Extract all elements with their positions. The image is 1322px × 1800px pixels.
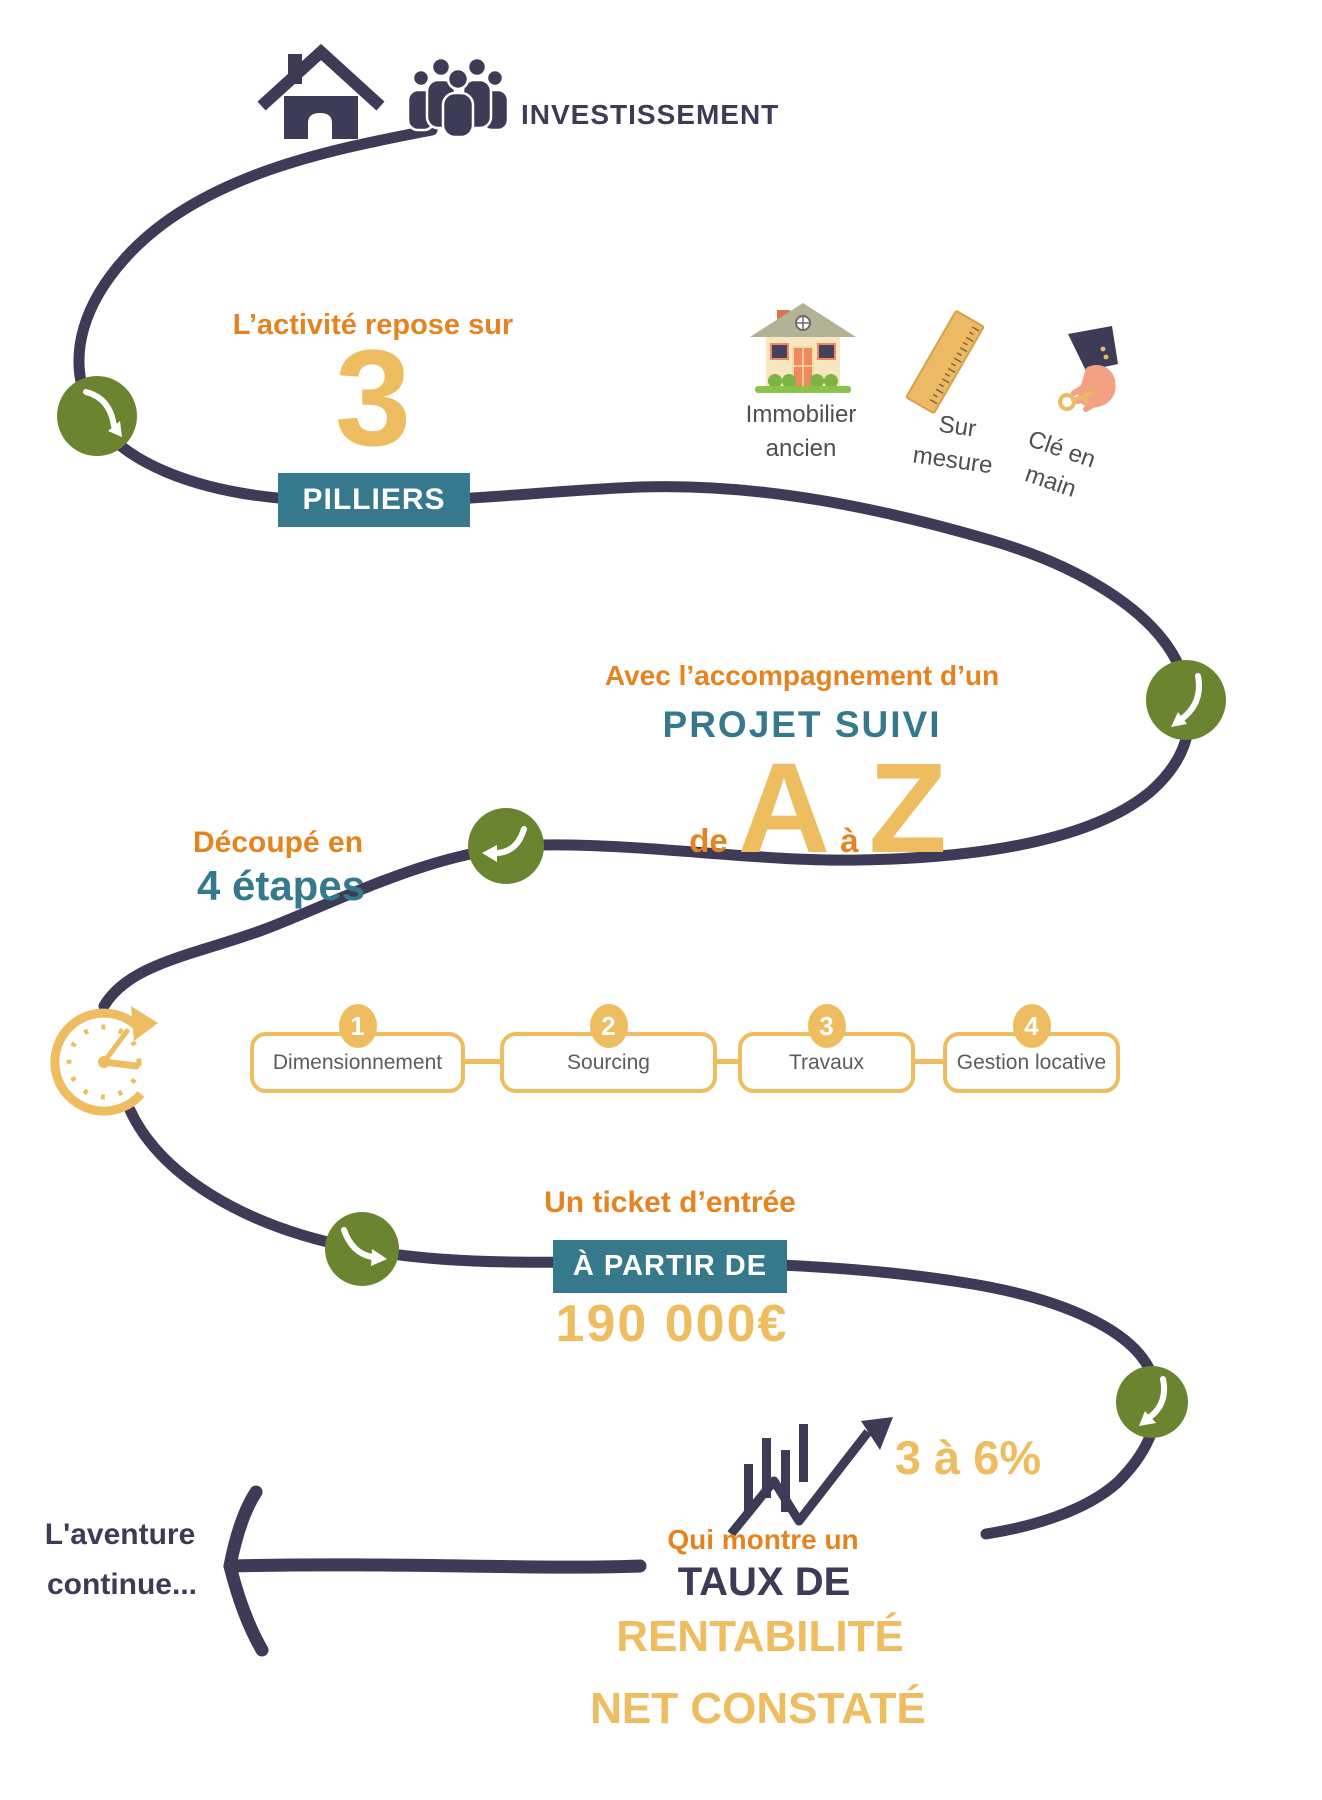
step-connector [911,1059,943,1064]
step-number-badge: 2 [589,1004,628,1048]
step-box-dimensionnement: 1 Dimensionnement [250,1004,465,1093]
pillar-label-line: ancien [765,435,837,463]
step-label: Gestion locative [956,1050,1107,1074]
rate-line-taux-de: TAUX DE [677,1560,851,1604]
page-title: INVESTISSEMENT [521,99,780,130]
curved-arrow-node [1116,1366,1188,1438]
step-number-badge: 4 [1012,1004,1051,1048]
az-letter-a: A [737,737,831,880]
rate-line-net-constate: NET CONSTATÉ [590,1684,926,1733]
pillar-label-line: Immobilier [745,401,857,428]
step-box-sourcing: 2 Sourcing [500,1004,717,1093]
step-box-gestion-locative: 4 Gestion locative [943,1004,1120,1093]
step-label: Travaux [788,1050,865,1074]
long-left-arrow [223,1485,647,1657]
az-letter-z: Z [868,737,947,880]
curved-arrow-node [1146,660,1226,740]
ticket-badge: À PARTIR DE [553,1240,787,1293]
clock-icon [50,1006,158,1116]
project-intro: Avec l’accompagnement d’un [604,660,1000,691]
footer-line1: L'aventure [44,1518,196,1551]
ticket-intro: Un ticket d’entrée [544,1186,796,1219]
steps-title: 4 étapes [196,862,366,909]
curved-arrow-node [57,376,137,456]
footer-line2: continue... [47,1568,197,1601]
step-label: Sourcing [567,1050,650,1074]
people-group-icon [406,56,510,139]
ticket-amount: 190 000€ [555,1295,789,1353]
rate-line-rentabilite: RENTABILITÉ [616,1612,904,1661]
az-word-de: de [689,822,728,859]
house-icon [257,43,385,139]
rate-value: 3 à 6% [894,1431,1042,1484]
pillar-item-immobilier-ancien: Immobilier ancien [746,398,857,466]
pillar-item-sur-mesure: Sur mesure [911,405,1000,484]
old-house-icon [750,303,856,393]
step-number-badge: 3 [807,1004,846,1048]
growth-chart-icon [727,1417,893,1537]
pillars-label-badge: PILLIERS [278,473,470,527]
pillars-intro: L’activité repose sur [232,309,514,341]
step-number-badge: 1 [338,1004,377,1048]
step-box-travaux: 3 Travaux [738,1004,915,1093]
project-title: PROJET SUIVI [662,704,942,745]
ruler-icon [905,310,985,414]
a-to-z: de A à Z [689,745,947,873]
key-in-hand-icon [1058,326,1118,412]
pillars-count: 3 [334,322,412,475]
step-connector [461,1059,500,1064]
rate-intro: Qui montre un [667,1524,859,1555]
step-connector [713,1059,738,1064]
curved-arrow-node [325,1212,399,1286]
step-label: Dimensionnement [272,1050,443,1074]
curved-arrow-node [468,808,544,884]
steps-intro: Découpé en [192,826,364,859]
az-word-a: à [840,822,859,859]
